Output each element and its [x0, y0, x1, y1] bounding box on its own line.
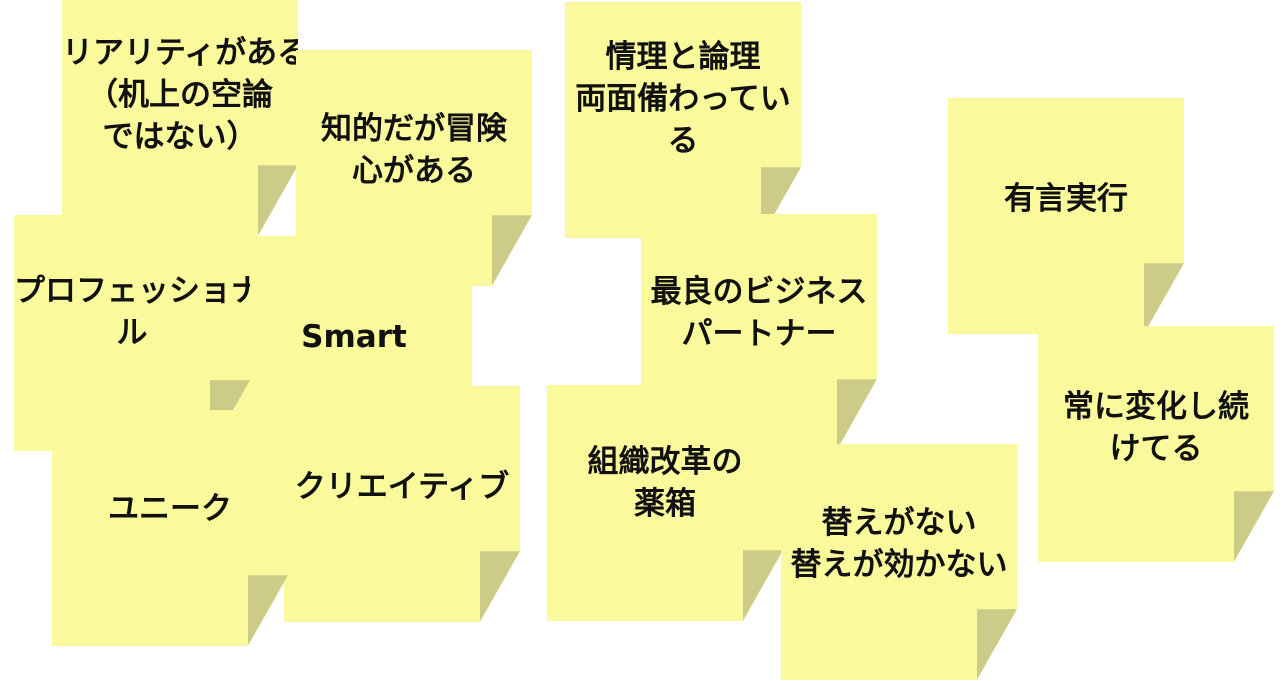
note-fold — [1233, 491, 1274, 562]
note-text: Smart — [301, 319, 407, 355]
note-fold — [742, 550, 783, 621]
sticky-note-reality[interactable]: リアリティがある （机上の空論 ではない） — [62, 0, 298, 236]
note-text: 有言実行 — [1004, 181, 1128, 217]
sticky-note-irreplaceable[interactable]: 替えがない 替えが効かない — [781, 444, 1017, 680]
note-text: 替えがない 替えが効かない — [790, 505, 1008, 583]
sticky-note-always-changing[interactable]: 常に変化し続 けてる — [1038, 326, 1274, 562]
sticky-note-creative[interactable]: クリエイティブ — [284, 386, 520, 622]
note-fold — [491, 215, 532, 286]
note-fold — [257, 165, 298, 236]
sticky-note-unique[interactable]: ユニーク — [52, 410, 288, 646]
note-text: クリエイティブ — [294, 469, 510, 505]
note-text: 情理と論理 両面備わってい る — [575, 39, 791, 159]
sticky-note-walk-the-talk[interactable]: 有言実行 — [948, 98, 1184, 334]
note-text: 知的だが冒険 心がある — [321, 111, 507, 189]
sticky-note-emotion-logic[interactable]: 情理と論理 両面備わってい る — [565, 2, 801, 238]
note-fold — [976, 609, 1017, 680]
note-text: 常に変化し続 けてる — [1063, 389, 1249, 467]
sticky-note-org-reform[interactable]: 組織改革の 薬箱 — [547, 385, 783, 621]
note-text: ユニーク — [108, 491, 232, 527]
note-fold — [479, 551, 520, 622]
note-text: 組織改革の 薬箱 — [587, 444, 743, 522]
note-fold — [247, 575, 288, 646]
note-text: プロフェッショナ ル — [14, 273, 262, 351]
note-fold — [836, 379, 877, 450]
note-text: 最良のビジネス パートナー — [650, 274, 868, 352]
note-fold — [1143, 263, 1184, 334]
note-text: リアリティがある （机上の空論 ではない） — [62, 35, 309, 155]
